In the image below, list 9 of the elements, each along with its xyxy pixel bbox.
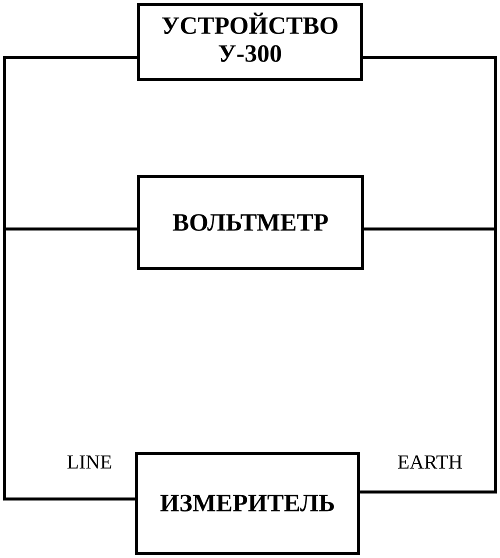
connector-line <box>3 228 137 500</box>
connector-line <box>363 56 497 230</box>
device-box: ИЗМЕРИТЕЛЬ <box>135 452 360 555</box>
device-box: УСТРОЙСТВО У-300 <box>137 3 363 81</box>
connector-line <box>3 56 137 230</box>
terminal-label: EARTH <box>398 455 462 469</box>
connector-line <box>360 228 497 494</box>
terminal-label: LINE <box>67 455 112 469</box>
device-box: ВОЛЬТМЕТР <box>137 175 364 270</box>
